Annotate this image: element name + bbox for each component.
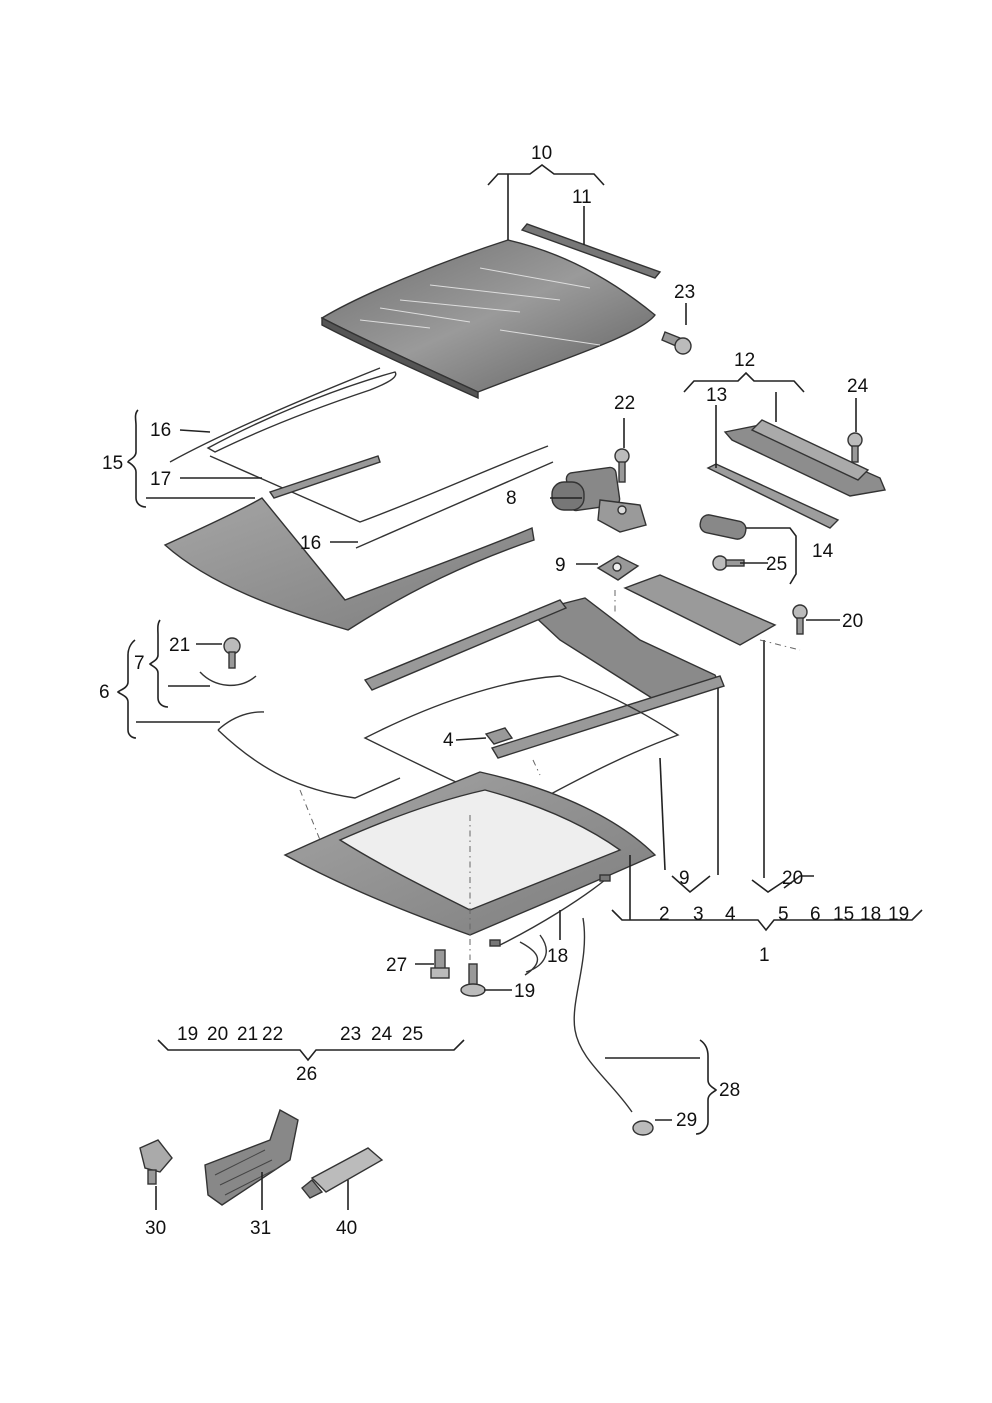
clip-29-part	[632, 1120, 654, 1136]
foam-bracket-31-part	[204, 1108, 299, 1206]
callout-20-right: 20	[842, 611, 863, 632]
frame-panel-part	[163, 497, 535, 631]
callout-22: 22	[614, 393, 635, 414]
callout-6-left: 6	[99, 682, 110, 703]
callout-2: 2	[659, 904, 670, 925]
drain-hose-28-part	[573, 917, 633, 1113]
motor-part	[551, 466, 647, 533]
cover-plate-20-part	[623, 574, 777, 646]
screw-22-part	[614, 448, 630, 483]
callout-27: 27	[386, 955, 407, 976]
dash-dot-guides	[299, 590, 801, 960]
callout-15: 15	[102, 453, 123, 474]
screw-21-part	[223, 637, 241, 669]
callout-25-right: 25	[766, 554, 787, 575]
callout-12: 12	[734, 350, 755, 371]
callout-14: 14	[812, 541, 834, 562]
callout-3: 3	[693, 904, 704, 925]
callout-10: 10	[531, 143, 552, 164]
callout-31: 31	[250, 1218, 271, 1239]
glass-panel-part	[320, 239, 656, 400]
seal-strip-part	[520, 223, 662, 279]
callout-15-group: 15	[833, 904, 854, 925]
hose-6-part	[217, 711, 401, 799]
guide-rail-13-part	[706, 463, 840, 529]
frame-mechanism-part	[363, 597, 725, 811]
seal-frame-part	[169, 367, 554, 549]
callout-13: 13	[706, 385, 727, 406]
clip-4-part	[484, 727, 514, 745]
callout-23-kit: 23	[340, 1024, 361, 1045]
screw-20-part	[792, 604, 808, 635]
callout-19-bolt: 19	[514, 981, 535, 1002]
screw-25-part	[712, 555, 745, 571]
bolt-19-part	[460, 963, 486, 997]
callout-40: 40	[336, 1218, 357, 1239]
clip-30-part	[139, 1139, 173, 1185]
callout-8: 8	[506, 488, 517, 509]
callout-9-bracket: 9	[555, 555, 566, 576]
callout-5: 5	[778, 904, 789, 925]
callout-1: 1	[759, 945, 770, 966]
callout-20-group: 20	[782, 868, 803, 889]
callout-30: 30	[145, 1218, 166, 1239]
cable-harness-part	[489, 874, 611, 976]
callout-9-group: 9	[679, 868, 690, 889]
callout-28: 28	[719, 1080, 740, 1101]
callout-21-left: 21	[169, 635, 190, 656]
callout-18-harness: 18	[547, 946, 568, 967]
callout-26: 26	[296, 1064, 317, 1085]
callout-11: 11	[572, 187, 592, 208]
callout-24-kit: 24	[371, 1024, 393, 1045]
callout-19-kit: 19	[177, 1024, 198, 1045]
callout-23: 23	[674, 282, 695, 303]
callout-20-kit: 20	[207, 1024, 228, 1045]
callout-4-left: 4	[443, 730, 454, 751]
bracket-9-part	[596, 555, 640, 581]
screw-23-part	[661, 331, 692, 355]
callout-21-kit: 21	[237, 1024, 258, 1045]
handle-14-part	[699, 514, 747, 540]
callout-16-lower: 16	[300, 533, 321, 554]
callout-29: 29	[676, 1110, 697, 1131]
callout-17: 17	[150, 469, 171, 490]
callout-16-upper: 16	[150, 420, 171, 441]
screw-24-part	[847, 432, 863, 463]
callout-6-group: 6	[810, 904, 821, 925]
tube-40-part	[301, 1147, 384, 1199]
housing-part	[283, 771, 657, 936]
callout-19-group: 19	[888, 904, 909, 925]
bolt-27-part	[430, 949, 450, 979]
callout-25-kit: 25	[402, 1024, 423, 1045]
leader-lines	[116, 164, 923, 1210]
roller-blind-part	[723, 419, 886, 497]
callout-4-group: 4	[725, 904, 736, 925]
callout-18-group: 18	[860, 904, 881, 925]
hose-7-part	[199, 671, 257, 687]
callout-24: 24	[847, 376, 869, 397]
callout-22-kit: 22	[262, 1024, 283, 1045]
callout-7: 7	[134, 653, 145, 674]
callout-labels: 10 11 23 12 13 24 22 16 15 17 8 16 14 9 …	[99, 143, 909, 1239]
